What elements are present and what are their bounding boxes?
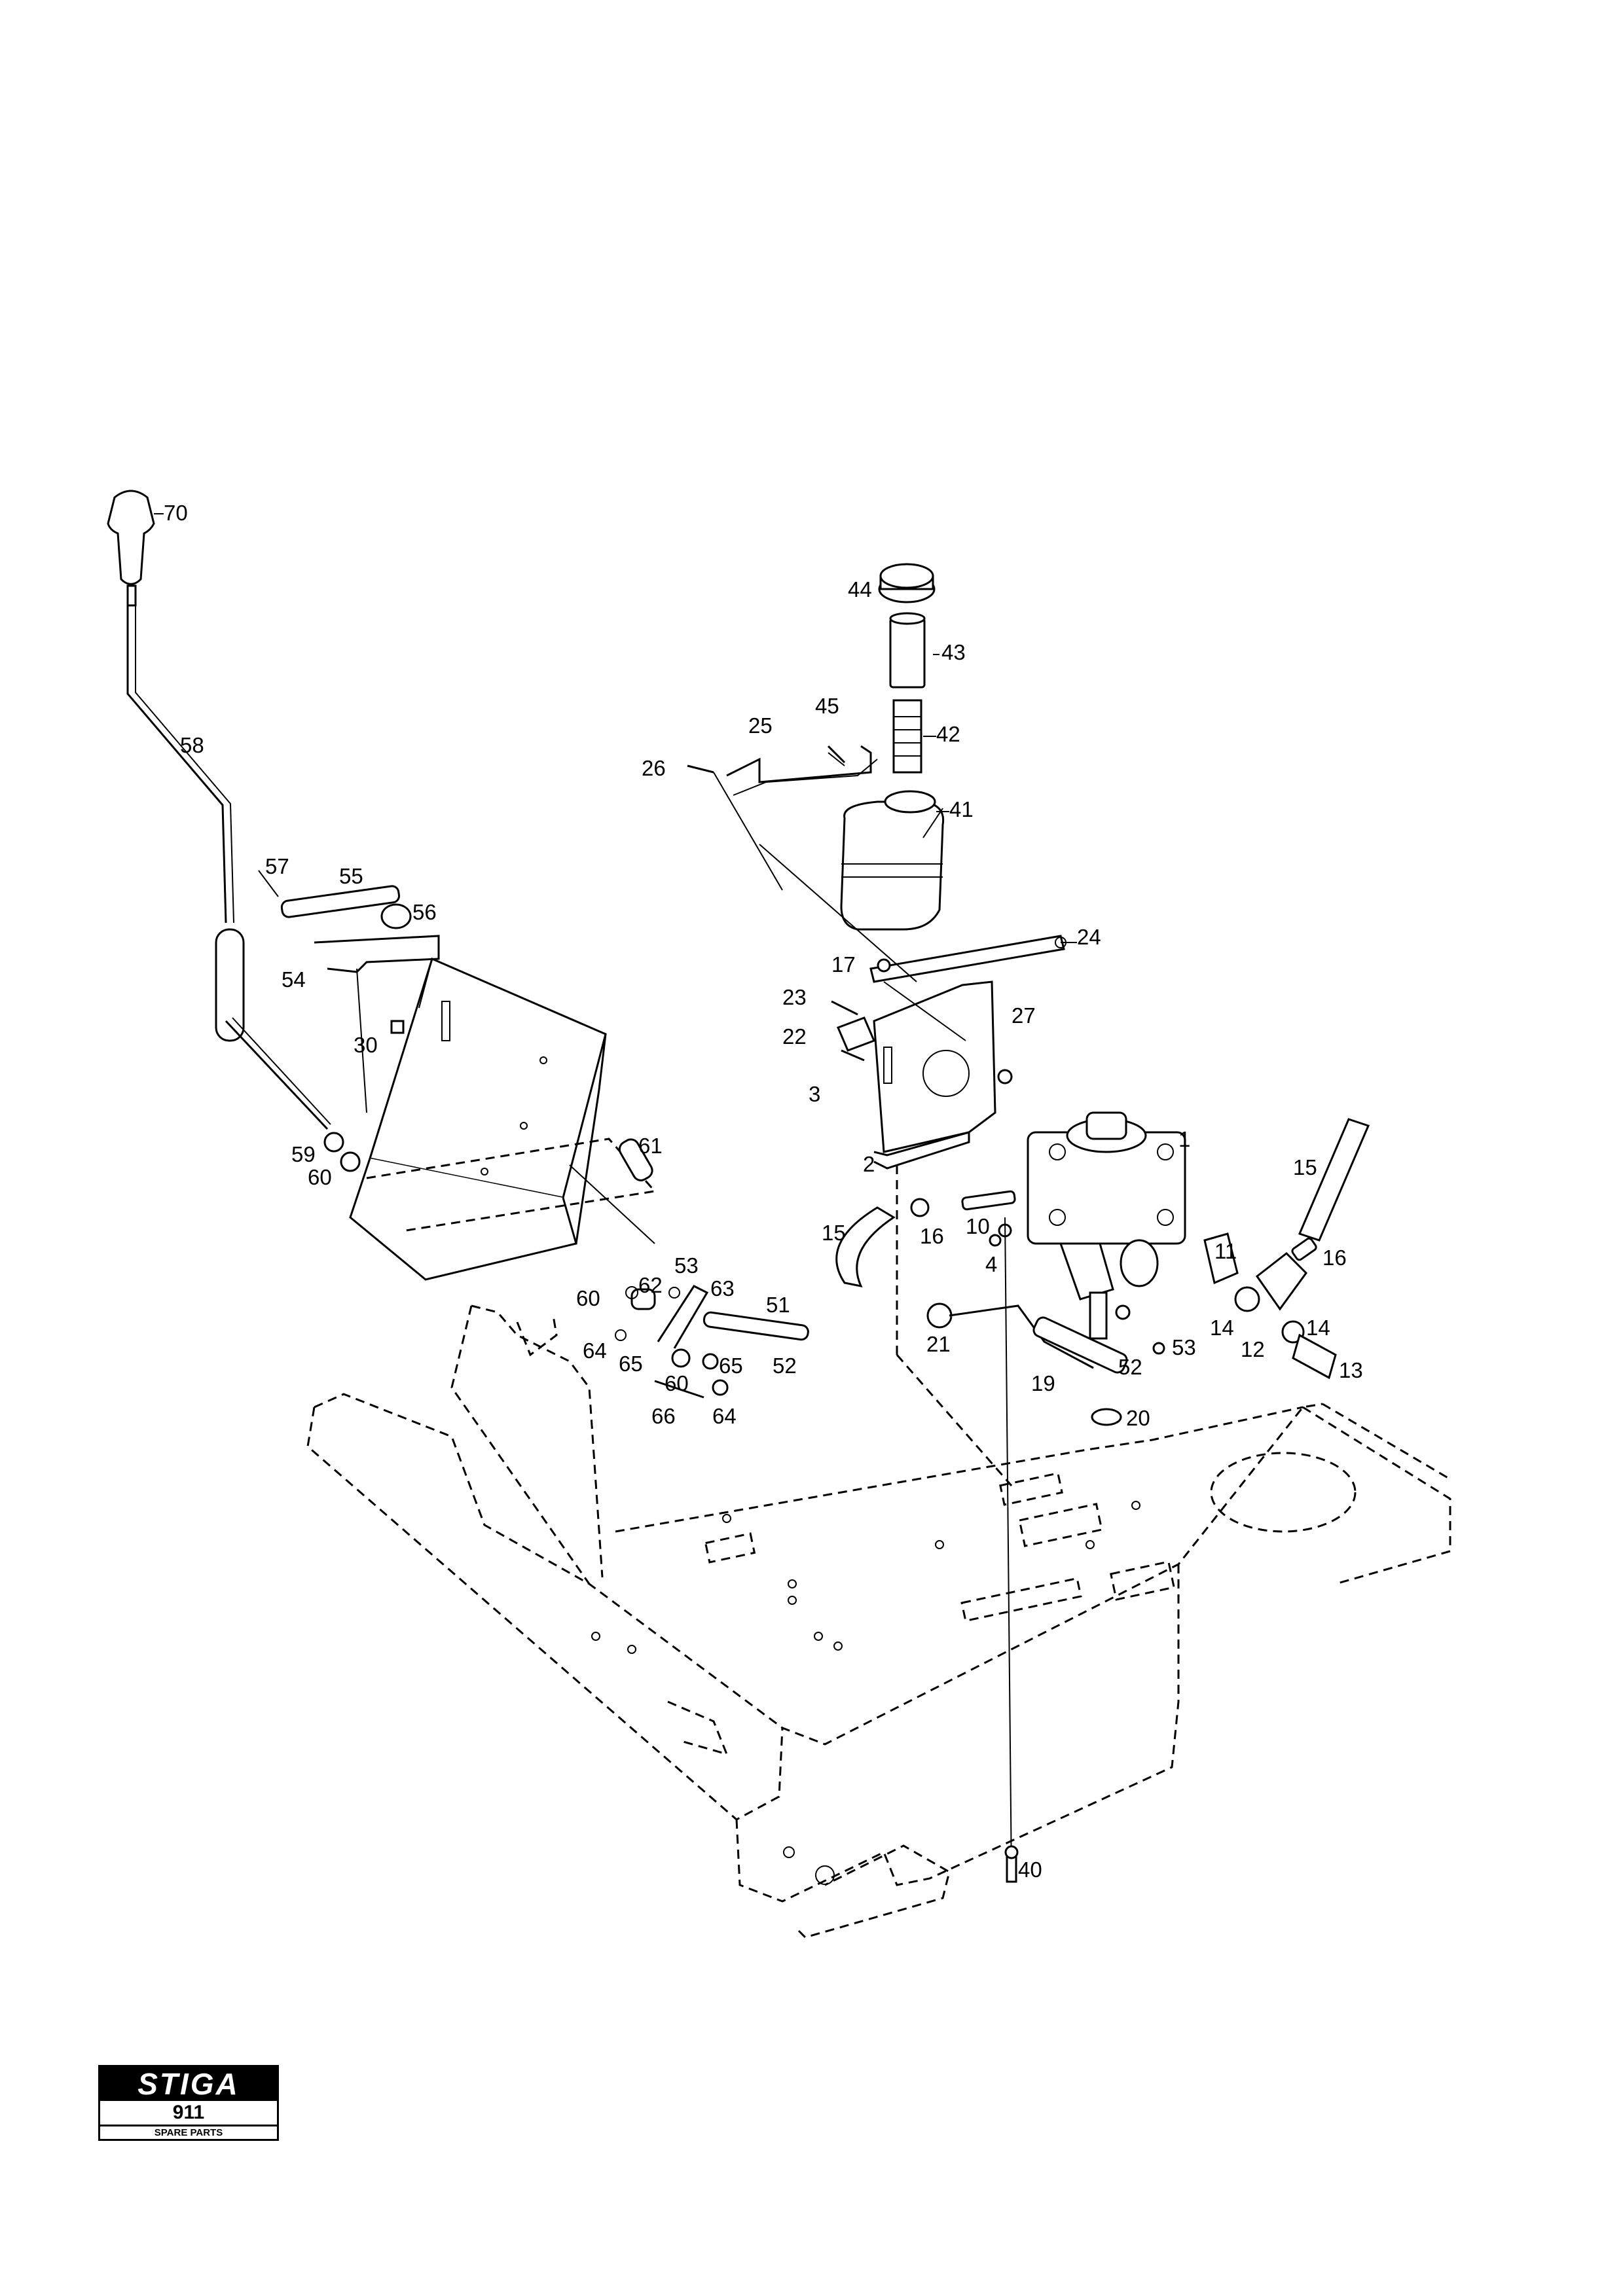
callout-55: 55 bbox=[339, 864, 363, 888]
callout-66: 66 bbox=[651, 1404, 676, 1428]
callout-62: 62 bbox=[638, 1273, 663, 1297]
link-63 bbox=[657, 1285, 709, 1349]
callout-14-a: 14 bbox=[1210, 1316, 1234, 1340]
linkage-group bbox=[615, 1138, 809, 1399]
tank-41 bbox=[840, 800, 945, 931]
gear-lever-assembly bbox=[107, 490, 361, 1172]
callout-44: 44 bbox=[848, 577, 872, 601]
callout-40: 40 bbox=[1018, 1857, 1042, 1882]
callout-11: 11 bbox=[1214, 1239, 1237, 1263]
callout-10: 10 bbox=[966, 1214, 990, 1238]
lever-grip bbox=[215, 928, 245, 1042]
leader-lines bbox=[154, 513, 1077, 1244]
callout-52-a: 52 bbox=[773, 1354, 797, 1378]
callout-15-b: 15 bbox=[822, 1221, 846, 1245]
bar-51 bbox=[702, 1311, 809, 1341]
callout-26: 26 bbox=[642, 756, 666, 780]
cylinder-43 bbox=[889, 617, 926, 689]
callout-58: 58 bbox=[180, 733, 204, 757]
callout-53-a: 53 bbox=[674, 1253, 699, 1278]
callout-41: 41 bbox=[949, 797, 974, 821]
callout-3: 3 bbox=[809, 1082, 820, 1106]
callout-61: 61 bbox=[638, 1134, 663, 1158]
callout-2: 2 bbox=[863, 1152, 875, 1176]
callout-15-a: 15 bbox=[1293, 1155, 1317, 1179]
model-number: 911 bbox=[100, 2101, 277, 2126]
brand-logo-text: STIGA bbox=[100, 2067, 277, 2101]
control-rod bbox=[896, 1165, 1128, 1883]
callout-53-b: 53 bbox=[1172, 1335, 1196, 1359]
callout-19: 19 bbox=[1031, 1371, 1055, 1395]
callout-24: 24 bbox=[1077, 925, 1101, 949]
spare-parts-label: SPARE PARTS bbox=[154, 2127, 223, 2138]
callout-63: 63 bbox=[710, 1276, 735, 1300]
callout-22: 22 bbox=[782, 1024, 807, 1049]
callout-65-b: 65 bbox=[719, 1354, 743, 1378]
callout-60-b: 60 bbox=[576, 1286, 600, 1310]
callout-52-b: 52 bbox=[1118, 1355, 1142, 1379]
callout-labels: 70 58 57 55 56 54 30 59 60 61 60 62 53 6… bbox=[164, 501, 1363, 1882]
strap-24 bbox=[869, 935, 1065, 983]
callout-60-a: 60 bbox=[308, 1165, 332, 1189]
rod-19 bbox=[1032, 1316, 1128, 1374]
hoses-fittings bbox=[835, 1118, 1370, 1380]
callout-13: 13 bbox=[1339, 1358, 1363, 1382]
plate-2 bbox=[873, 980, 996, 1153]
lever-rod-58 bbox=[126, 605, 227, 924]
stiga-logo: STIGA 911 SPARE PARTS bbox=[98, 2065, 279, 2141]
callout-54: 54 bbox=[282, 967, 306, 992]
callout-21: 21 bbox=[926, 1332, 951, 1356]
callout-25: 25 bbox=[748, 713, 773, 738]
bracket-group-left bbox=[258, 870, 440, 1034]
hose-15-left bbox=[835, 1206, 896, 1288]
tank-group bbox=[726, 563, 1067, 983]
callout-17: 17 bbox=[831, 952, 856, 977]
callout-60-c: 60 bbox=[665, 1371, 689, 1395]
strap-25 bbox=[726, 745, 872, 783]
callout-70: 70 bbox=[164, 501, 188, 525]
callout-12: 12 bbox=[1241, 1337, 1265, 1361]
callout-64-a: 64 bbox=[583, 1338, 607, 1363]
callout-4: 4 bbox=[985, 1252, 997, 1276]
callout-14-b: 14 bbox=[1306, 1316, 1330, 1340]
callout-65-a: 65 bbox=[619, 1352, 643, 1376]
plate-55 bbox=[280, 885, 400, 918]
callout-51: 51 bbox=[766, 1293, 790, 1317]
callout-1: 1 bbox=[1178, 1127, 1190, 1151]
callout-64-b: 64 bbox=[712, 1404, 737, 1428]
callout-16-a: 16 bbox=[920, 1224, 944, 1248]
hose-15-right bbox=[1298, 1118, 1370, 1242]
bracket-54 bbox=[314, 935, 440, 973]
callout-56: 56 bbox=[412, 900, 437, 924]
callout-23: 23 bbox=[782, 985, 807, 1009]
callout-45: 45 bbox=[815, 694, 839, 718]
filter-42 bbox=[892, 699, 922, 774]
chassis-frame bbox=[306, 1304, 1451, 1939]
callout-59: 59 bbox=[291, 1142, 316, 1166]
callout-43: 43 bbox=[941, 640, 966, 664]
callout-27: 27 bbox=[1012, 1003, 1036, 1028]
callout-16-b: 16 bbox=[1322, 1246, 1347, 1270]
callout-57: 57 bbox=[265, 854, 289, 878]
pump-group bbox=[873, 980, 1186, 1340]
callout-20: 20 bbox=[1126, 1406, 1150, 1430]
fasteners bbox=[687, 745, 1165, 1355]
console-panel bbox=[349, 957, 657, 1281]
callout-30: 30 bbox=[354, 1033, 378, 1057]
callout-42: 42 bbox=[936, 722, 960, 746]
knob-70 bbox=[107, 490, 155, 585]
